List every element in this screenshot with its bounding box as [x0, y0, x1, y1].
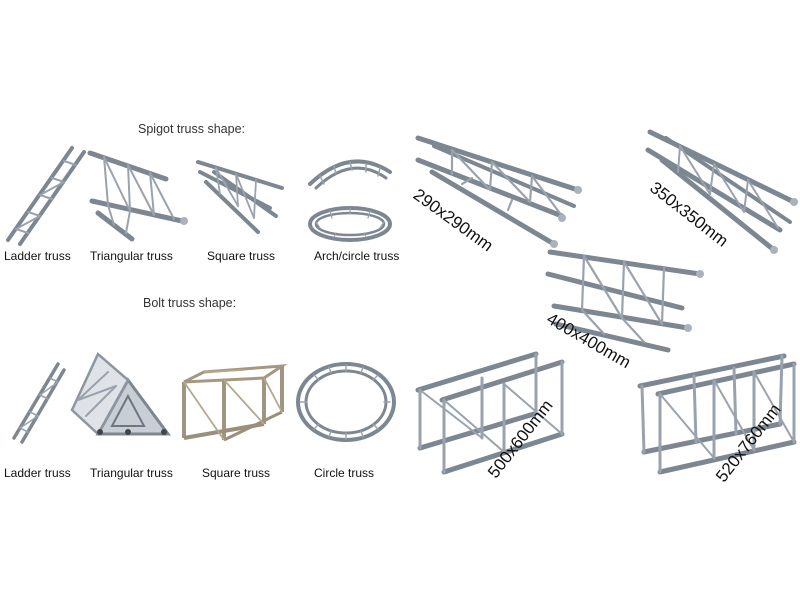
spigot-square-truss-image	[196, 160, 284, 234]
bolt-triangular-truss-label: Triangular truss	[90, 466, 173, 480]
spigot-arch-circle-truss-image	[308, 159, 392, 242]
bolt-square-truss-label: Square truss	[202, 466, 271, 480]
spigot-header: Spigot truss shape:	[138, 122, 246, 136]
spigot-ladder-truss-label: Ladder truss	[4, 249, 71, 263]
spigot-ladder-truss-image	[6, 146, 86, 246]
bolt-square-truss-image	[182, 364, 288, 442]
truss-500x600-image	[415, 351, 565, 475]
bolt-ladder-truss-label: Ladder truss	[4, 466, 71, 480]
spigot-square-truss-label: Square truss	[207, 249, 276, 263]
bolt-triangular-truss-image	[70, 351, 171, 436]
spigot-triangular-truss-image	[87, 150, 188, 242]
truss-520x760-image	[637, 353, 797, 475]
spigot-triangular-truss-label: Triangular truss	[90, 249, 173, 263]
bolt-circle-truss-label: Circle truss	[314, 466, 375, 480]
bolt-circle-truss-image	[296, 362, 396, 442]
bolt-header: Bolt truss shape:	[143, 296, 237, 310]
truss-290x290-image	[415, 135, 582, 248]
spigot-arch-circle-truss-label: Arch/circle truss	[314, 249, 400, 263]
bolt-ladder-truss-image	[12, 362, 66, 444]
truss-350x350-image	[645, 129, 798, 254]
truss-400x400-image	[545, 249, 704, 353]
